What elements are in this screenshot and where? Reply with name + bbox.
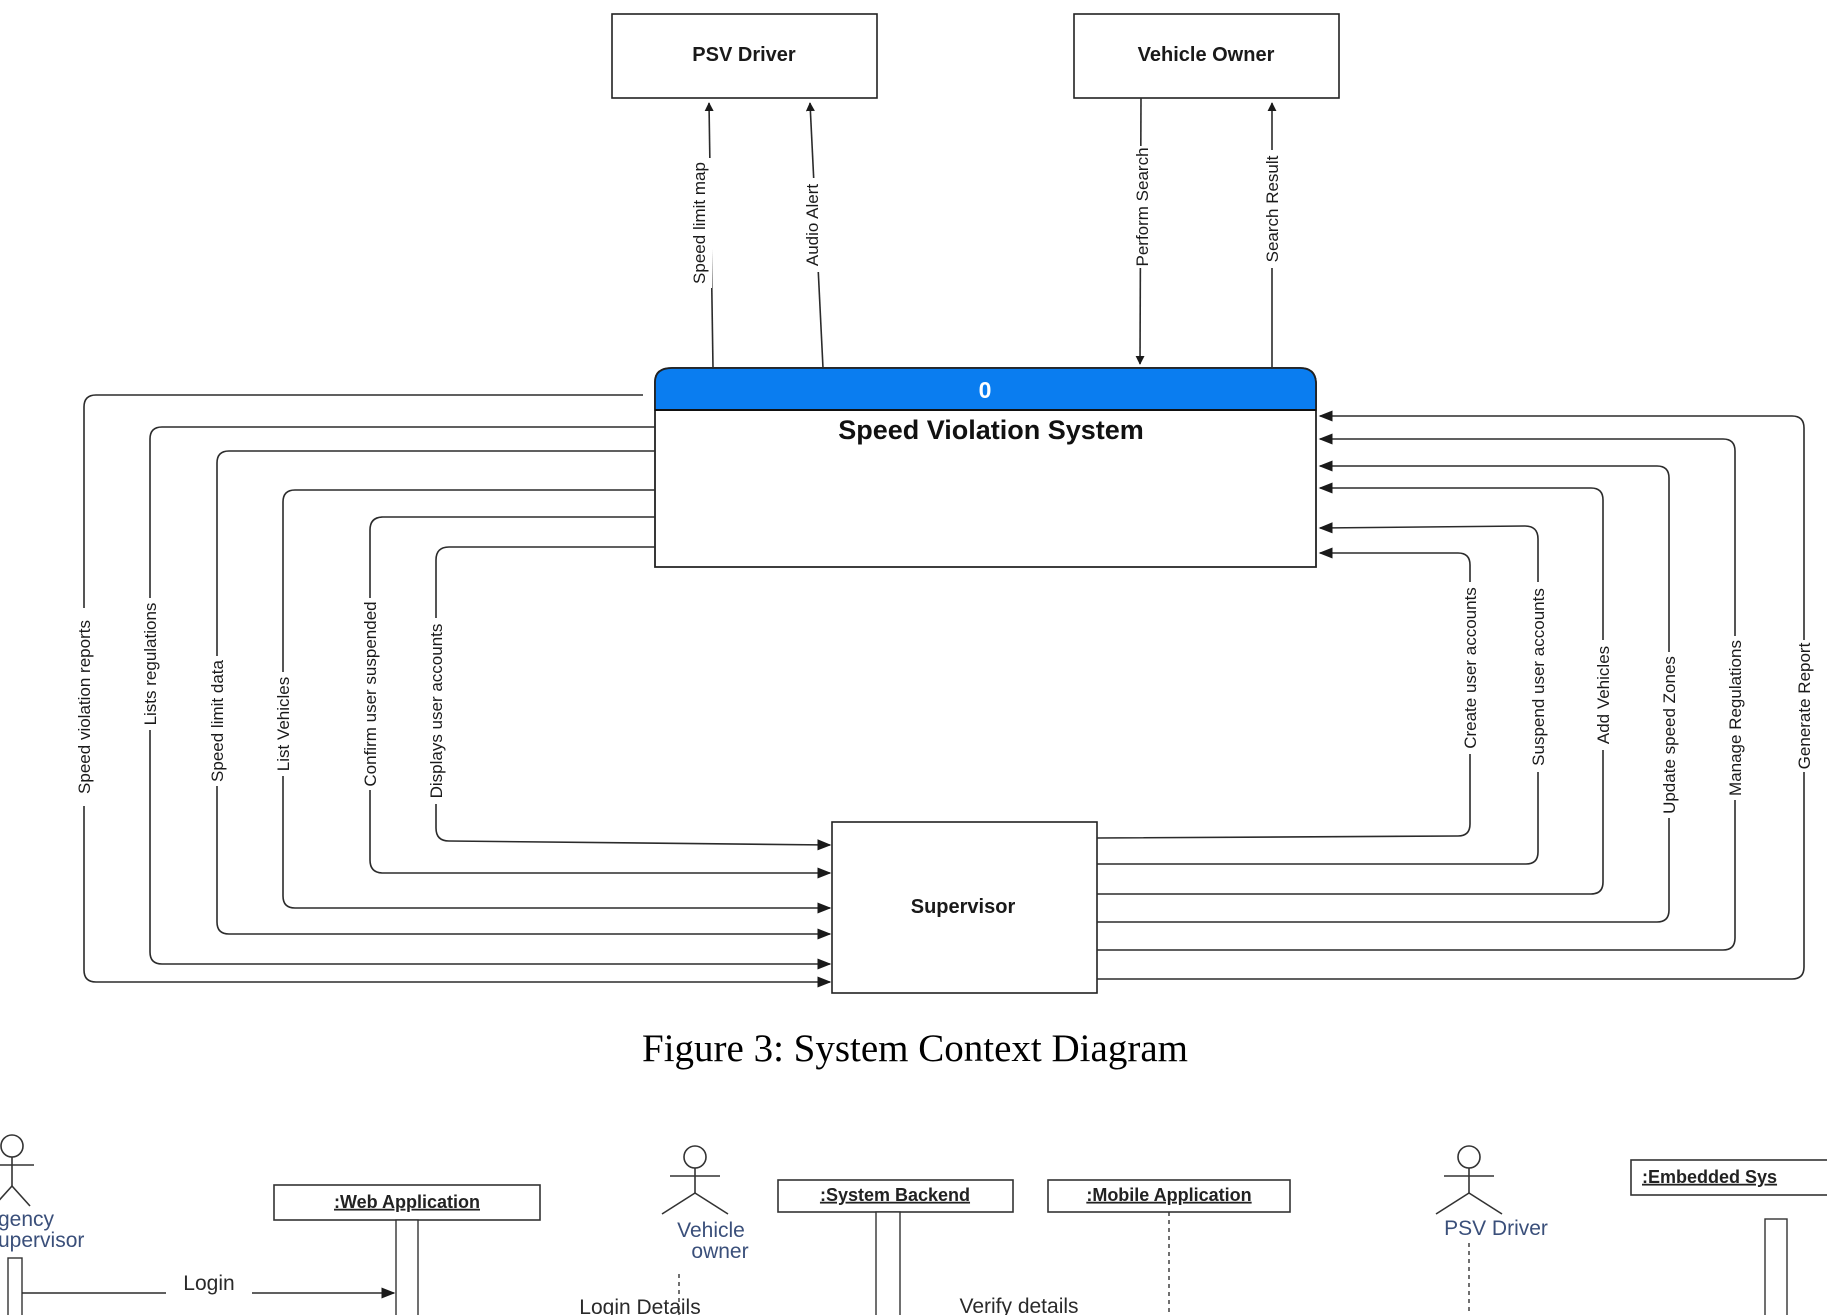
login-details-message-label: Login Details — [579, 1296, 700, 1315]
flow-speed-violation-reports: Speed violation reports — [72, 394, 832, 988]
speed-limit-map-label: Speed limit map — [690, 162, 709, 284]
psv-driver-actor-label: PSV Driver — [1444, 1217, 1548, 1240]
update-speed-zones-label: Update speed Zones — [1660, 656, 1679, 814]
embedded-system-activation — [1764, 1218, 1788, 1315]
web-application-object: :Web Application — [273, 1184, 541, 1315]
login-message-label: Login — [183, 1272, 234, 1295]
psv-driver-actor: PSV Driver — [1435, 1145, 1548, 1315]
manage-regulations-label: Manage Regulations — [1726, 640, 1745, 796]
generate-report-label: Generate Report — [1795, 642, 1814, 769]
vehicle-owner-label: Vehicle Owner — [1138, 44, 1275, 66]
speed-violation-reports-label: Speed violation reports — [75, 620, 94, 794]
agency-supervisor-label-2: upervisor — [0, 1229, 84, 1252]
flow-audio-alert: Audio Alert — [799, 102, 825, 369]
supervisor-label: Supervisor — [911, 896, 1016, 918]
agency-supervisor-actor: gency upervisor — [0, 1134, 84, 1315]
flow-add-vehicles: Add Vehicles — [1097, 482, 1615, 895]
suspend-user-accounts-label: Suspend user accounts — [1529, 588, 1548, 766]
embedded-system-object: :Embedded Sys — [1630, 1159, 1827, 1315]
displays-user-accounts-label: Displays user accounts — [427, 624, 446, 799]
web-application-activation — [395, 1219, 419, 1315]
flow-speed-limit-map: Speed limit map — [686, 102, 714, 369]
message-verify-details: Verify details — [959, 1295, 1078, 1315]
list-vehicles-label: List Vehicles — [274, 677, 293, 772]
audio-alert-label: Audio Alert — [803, 184, 822, 266]
vehicle-owner-entity: Vehicle Owner — [1073, 13, 1340, 99]
flow-displays-user-accounts: Displays user accounts — [424, 546, 832, 851]
flow-create-user-accounts: Create user accounts — [1096, 547, 1482, 839]
flow-generate-report: Generate Report — [1097, 410, 1816, 980]
confirm-user-suspended-label: Confirm user suspended — [361, 601, 380, 786]
add-vehicles-label: Add Vehicles — [1594, 646, 1613, 744]
flow-perform-search: Perform Search — [1129, 97, 1155, 365]
figure-caption: Figure 3: System Context Diagram — [642, 1027, 1188, 1070]
message-login: Login — [22, 1272, 396, 1299]
flow-search-result: Search Result — [1259, 102, 1285, 368]
supervisor-entity: Supervisor — [831, 821, 1098, 994]
search-result-label: Search Result — [1263, 155, 1282, 262]
verify-details-message-label: Verify details — [959, 1295, 1078, 1315]
web-application-label: :Web Application — [334, 1192, 480, 1212]
system-backend-activation — [875, 1211, 901, 1315]
mobile-application-object: :Mobile Application — [1047, 1179, 1291, 1315]
process-header — [654, 367, 1317, 411]
perform-search-label: Perform Search — [1133, 147, 1152, 266]
mobile-application-label: :Mobile Application — [1086, 1185, 1251, 1205]
process-name: Speed Violation System — [838, 415, 1144, 445]
vehicle-owner-label-1: Vehicle — [677, 1219, 745, 1242]
system-backend-object: :System Backend — [777, 1179, 1014, 1315]
flow-list-vehicles: List Vehicles — [271, 489, 832, 914]
flow-update-speed-zones: Update speed Zones — [1097, 460, 1681, 923]
flow-confirm-user-suspended: Confirm user suspended — [358, 516, 832, 879]
flow-manage-regulations: Manage Regulations — [1097, 433, 1747, 951]
speed-limit-data-label: Speed limit data — [208, 660, 227, 782]
flow-speed-limit-data: Speed limit data — [205, 450, 832, 940]
system-backend-label: :System Backend — [820, 1185, 970, 1205]
psv-driver-label: PSV Driver — [692, 44, 796, 66]
agency-supervisor-label-1: gency — [0, 1208, 55, 1231]
psv-driver-entity: PSV Driver — [611, 13, 878, 99]
lists-regulations-label: Lists regulations — [141, 603, 160, 726]
sequence-diagram: gency upervisor :Web Application Login V… — [0, 1134, 1827, 1315]
speed-violation-process: 0 Speed Violation System — [654, 367, 1317, 568]
vehicle-owner-actor: Vehicle owner — [661, 1145, 749, 1315]
process-id: 0 — [979, 377, 992, 403]
create-user-accounts-label: Create user accounts — [1461, 587, 1480, 749]
message-login-details: Login Details — [579, 1296, 700, 1315]
flow-lists-regulations: Lists regulations — [138, 426, 832, 970]
vehicle-owner-label-2: owner — [691, 1240, 748, 1263]
embedded-system-label: :Embedded Sys — [1642, 1167, 1777, 1187]
flow-suspend-user-accounts: Suspend user accounts — [1097, 522, 1550, 865]
